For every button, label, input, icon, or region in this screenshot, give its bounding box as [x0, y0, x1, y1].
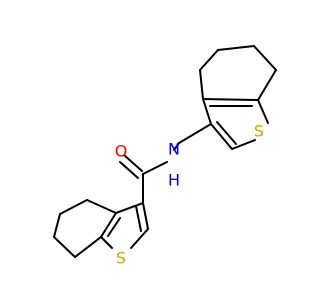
atom-nitrogen: N: [168, 140, 180, 159]
bond-carbonyl-c-o: [123, 154, 143, 172]
atom-hydrogen: H: [168, 171, 180, 190]
bond-lower-c3-c2: [142, 202, 149, 230]
bond-lower-c4-c5: [59, 199, 88, 215]
bond-n-ch2: [173, 142, 180, 151]
bond-upper-c2-s: [231, 139, 256, 150]
bond-upper-c3-c3a: [202, 98, 212, 125]
bond-upper-c3a-c4: [199, 69, 204, 100]
bond-upper-c7-c7a: [257, 69, 277, 101]
atom-oxygen: O: [115, 142, 128, 161]
bond-lower-c5-c6: [53, 213, 61, 238]
bond-upper-c7a-c3a: [202, 98, 259, 101]
bond-upper-c3-c2-double: [216, 121, 237, 145]
bond-upper-c5-c6: [217, 45, 255, 51]
bond-lower-c7a-c3a: [100, 212, 117, 238]
atom-labels: O N H S S: [115, 122, 264, 268]
bonds: [53, 45, 277, 258]
bond-lower-c3a-c4: [86, 199, 117, 214]
bond-carbonyl-c-o-double: [119, 161, 139, 179]
atom-sulfur-lower: S: [116, 249, 126, 268]
bond-upper-c4-c5: [199, 49, 219, 71]
bond-upper-c3-c2: [210, 123, 233, 150]
molecule-diagram: O N H S S: [53, 45, 277, 268]
bond-upper-c6-c7: [253, 45, 277, 71]
atom-sulfur-upper: S: [254, 122, 264, 141]
bond-lower-c3-c2-double: [135, 205, 142, 232]
bond-lower-c7-c7a: [74, 236, 102, 258]
bond-upper-s-c7a: [257, 99, 269, 124]
bond-lower-c3-c3a: [115, 202, 144, 214]
bond-lower-c7a-c3a-double: [107, 217, 121, 237]
bond-lower-c2-s: [130, 228, 149, 249]
bond-lower-c6-c7: [53, 236, 76, 258]
bond-lower-s-c7a: [100, 236, 113, 249]
bond-ch2-ring: [178, 123, 212, 144]
bond-carbonyl-c-n: [142, 161, 168, 175]
